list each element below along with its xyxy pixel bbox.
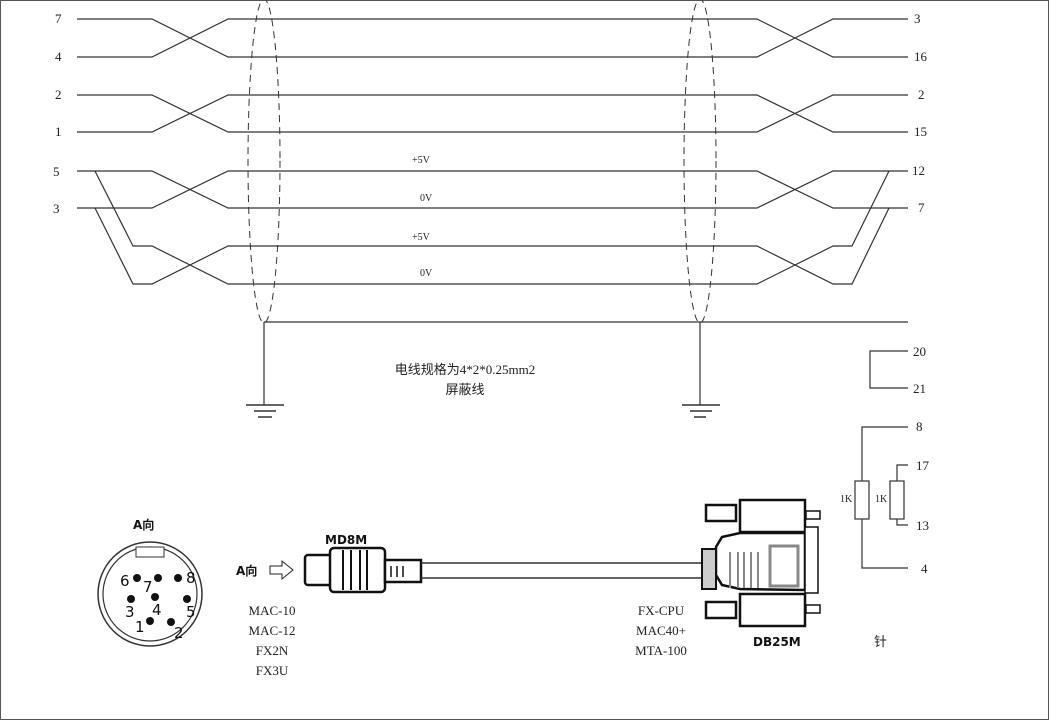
pin-number: 2 [174, 624, 184, 642]
pin-label: 13 [916, 518, 929, 533]
connector-name: MD8M [325, 533, 367, 547]
arrow-label: A向 [236, 563, 257, 578]
pin-number: 4 [152, 601, 162, 619]
resistor-value: 1K [840, 494, 853, 505]
pin-label: 12 [912, 163, 925, 178]
pin-label: 20 [913, 344, 926, 359]
cable-type: 屏蔽线 [445, 382, 484, 397]
wire-label: 0V [420, 193, 433, 204]
cable-spec: 电线规格为4*2*0.25mm2 [395, 362, 535, 377]
pin-number: 1 [135, 618, 145, 636]
model-label: MTA-100 [635, 643, 687, 658]
right-pin-labels: 3 16 2 15 12 7 [912, 11, 928, 215]
right-models: FX-CPU MAC40+ MTA-100 [635, 603, 687, 658]
pin-label: 2 [55, 87, 62, 102]
pin-label: 3 [914, 11, 921, 26]
pin-label: 15 [914, 124, 927, 139]
model-label: MAC40+ [636, 623, 686, 638]
pin-label: 16 [914, 49, 928, 64]
connector-name: DB25M [753, 635, 801, 649]
shield [246, 0, 908, 418]
pin-label: 7 [55, 11, 62, 26]
resistor-network: 1K 1K 8 4 17 13 [840, 419, 930, 576]
model-label: FX2N [256, 643, 289, 658]
resistor-icon [854, 480, 870, 520]
md8m-plug: MD8M [303, 533, 705, 594]
wire-label: 0V [420, 268, 433, 279]
pin-label: 21 [913, 381, 926, 396]
arrow-right-icon [269, 559, 294, 581]
pin-label: 17 [916, 458, 930, 473]
left-models: MAC-10 MAC-12 FX2N FX3U [249, 603, 296, 678]
resistor-icon [889, 480, 905, 520]
pin-number: 3 [125, 603, 135, 621]
wire-label: +5V [412, 155, 431, 166]
view-label: A向 [133, 517, 154, 532]
pin-number: 8 [186, 569, 196, 587]
left-pin-labels: 7 4 2 1 5 3 [53, 11, 62, 216]
pin-label: 1 [55, 124, 62, 139]
pin-number: 5 [186, 603, 196, 621]
jumper-20-21: 20 21 [869, 344, 926, 396]
pin-number: 7 [143, 578, 153, 596]
pin-number: 6 [120, 572, 130, 590]
pin-label: 2 [918, 87, 925, 102]
model-label: MAC-10 [249, 603, 296, 618]
pin-label: 3 [53, 201, 60, 216]
pin-type-note: 针 [874, 634, 887, 649]
resistor-value: 1K [875, 494, 888, 505]
pin-label: 7 [918, 200, 925, 215]
ground-icon [246, 404, 720, 418]
model-label: FX3U [256, 663, 289, 678]
db25m-connector: DB25M [701, 498, 821, 649]
model-label: FX-CPU [638, 603, 685, 618]
twisted-pairs [77, 18, 908, 285]
pin-label: 5 [53, 164, 60, 179]
pin-label: 8 [916, 419, 923, 434]
pin-label: 4 [921, 561, 928, 576]
wire-labels: +5V 0V +5V 0V [412, 155, 433, 279]
pin-label: 4 [55, 49, 62, 64]
model-label: MAC-12 [249, 623, 296, 638]
wire-label: +5V [412, 232, 431, 243]
md8-face-view: A向 6 7 8 3 4 5 1 2 [97, 517, 203, 647]
